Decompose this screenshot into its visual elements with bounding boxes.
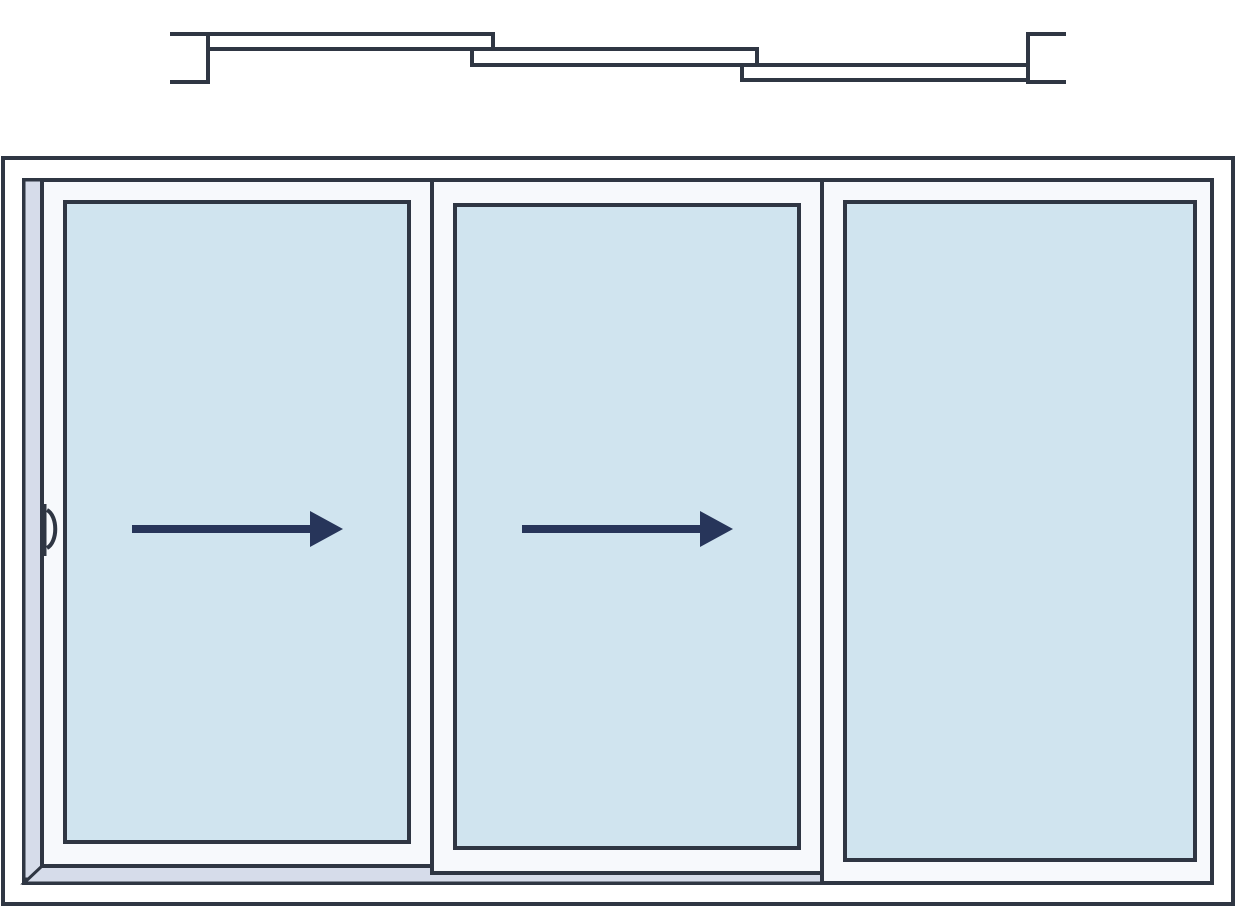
plan-right-jamb bbox=[1026, 32, 1066, 84]
plan-panel-left bbox=[206, 32, 495, 51]
plan-panel-right bbox=[740, 63, 1030, 82]
plan-left-jamb bbox=[170, 32, 210, 84]
side-track-strip bbox=[22, 178, 44, 881]
arrow-right-icon bbox=[132, 511, 343, 547]
elevation-view bbox=[1, 156, 1235, 906]
plan-panel-middle bbox=[470, 47, 759, 67]
right-glass-pane bbox=[843, 200, 1197, 862]
arrow-right-icon bbox=[522, 511, 733, 547]
right-sash-frame bbox=[820, 178, 1214, 885]
door-handle-icon bbox=[43, 504, 58, 556]
left-glass-pane bbox=[63, 200, 411, 844]
plan-view bbox=[170, 32, 1066, 84]
